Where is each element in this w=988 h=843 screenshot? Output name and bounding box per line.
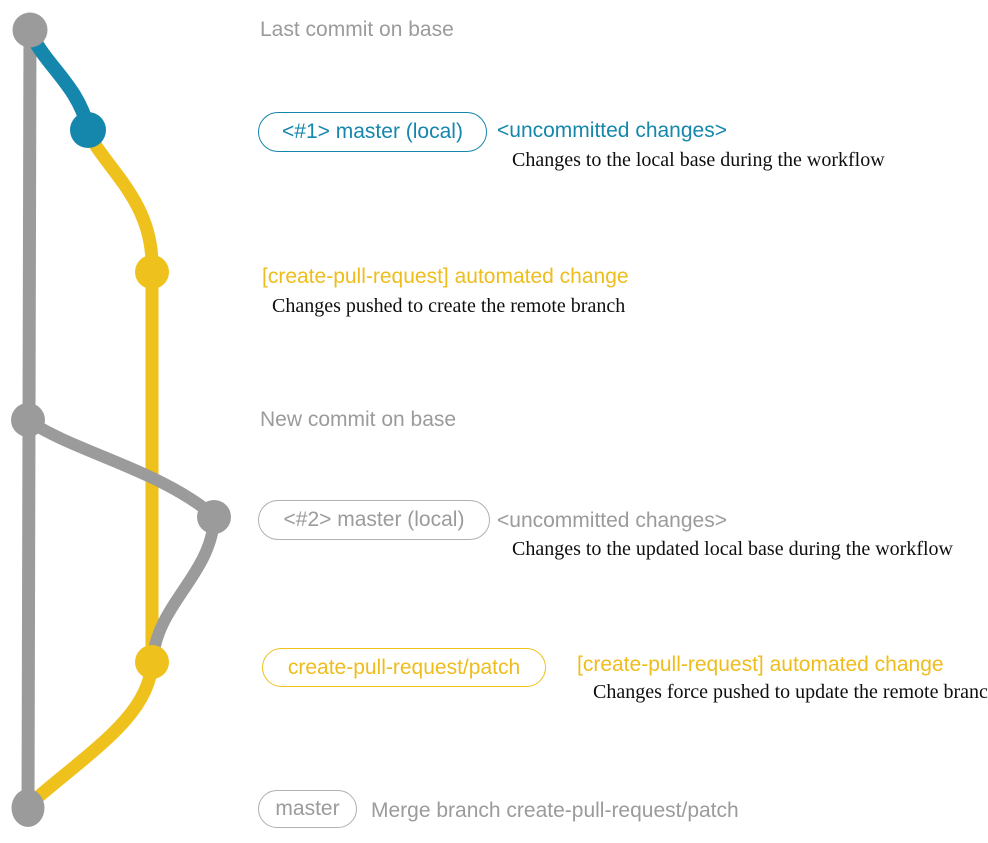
badge-patch-branch: create-pull-request/patch: [262, 648, 546, 687]
badge-master: master: [258, 790, 357, 828]
badge-master-label: master: [275, 797, 340, 820]
commit-dot-base-new: [11, 403, 45, 437]
commit-dot-local-2: [197, 500, 231, 534]
commit-dot-patch-2: [135, 645, 169, 679]
commit-dot-base-last: [12, 12, 48, 48]
automated-change-1-desc: Changes pushed to create the remote bran…: [272, 295, 626, 317]
commit-graph: [11, 12, 231, 827]
badge-patch-branch-label: create-pull-request/patch: [287, 655, 521, 679]
badge-master-local-1: <#1> master (local): [258, 112, 487, 152]
uncommitted-changes-1-desc: Changes to the local base during the wor…: [512, 149, 885, 171]
uncommitted-changes-1-title: <uncommitted changes>: [497, 119, 727, 142]
badge-master-local-2-label: <#2> master (local): [283, 508, 465, 531]
commit-dot-local-1: [70, 112, 106, 148]
branch-line-local-2a: [23, 415, 220, 522]
new-commit-label: New commit on base: [260, 408, 457, 431]
last-commit-label: Last commit on base: [260, 18, 454, 41]
commit-dot-merge: [11, 789, 45, 827]
uncommitted-changes-2-title: <uncommitted changes>: [497, 509, 727, 532]
merge-branch-label: Merge branch create-pull-request/patch: [371, 799, 739, 822]
branch-line-local-2b: [147, 514, 220, 664]
branch-line-local-1: [24, 27, 95, 135]
automated-change-2-desc: Changes force pushed to update the remot…: [593, 681, 988, 703]
automated-change-2-title: [create-pull-request] automated change: [577, 653, 944, 676]
commit-dot-patch-1: [135, 255, 169, 289]
badge-master-local-1-label: <#1> master (local): [282, 120, 463, 143]
badge-master-local-2: <#2> master (local): [258, 500, 490, 540]
uncommitted-changes-2-desc: Changes to the updated local base during…: [512, 538, 953, 560]
automated-change-1-title: [create-pull-request] automated change: [262, 265, 629, 288]
